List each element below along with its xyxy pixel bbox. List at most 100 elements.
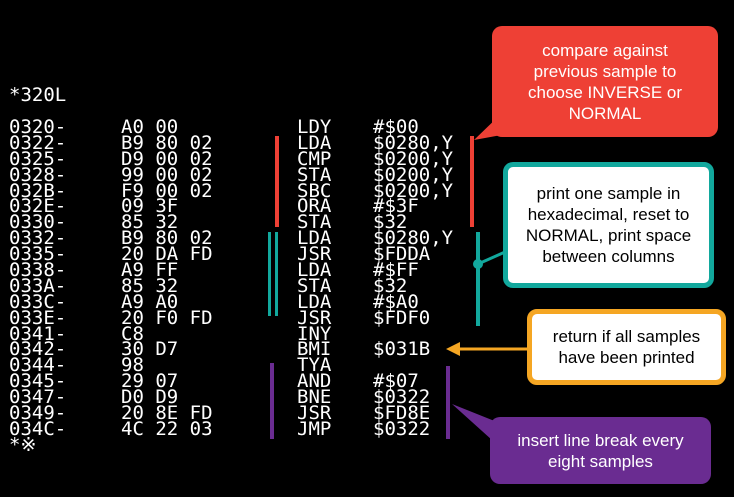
listing-row: 032B- F9 00 02 SBC $0200,Y — [9, 181, 453, 200]
purple-bracket-bar-right — [446, 366, 450, 439]
mnemonic: LDA — [297, 131, 332, 154]
listing-row: 0349- 20 8E FD JSR $FD8E — [9, 404, 430, 423]
operand: #$A0 — [373, 290, 419, 313]
red-bracket-bar-left — [275, 136, 279, 227]
listing-row: 0347- D0 D9 BNE $0322 — [9, 388, 430, 407]
mnemonic: JMP — [297, 417, 332, 440]
address: 0349- — [9, 402, 67, 425]
address: 0345- — [9, 370, 67, 393]
mnemonic: ORA — [297, 195, 332, 218]
hex-bytes: 98 — [121, 354, 144, 377]
mnemonic: LDA — [297, 227, 332, 250]
hex-bytes: D0 D9 — [121, 386, 179, 409]
address: 033A- — [9, 274, 67, 297]
address: 0328- — [9, 163, 67, 186]
hex-bytes: 85 32 — [121, 274, 179, 297]
operand: $0280,Y — [373, 131, 454, 154]
listing-row: 0335- 20 DA FD JSR $FDDA — [9, 245, 430, 264]
teal-callout-dot — [473, 259, 483, 269]
address: 0347- — [9, 386, 67, 409]
mnemonic: LDA — [297, 290, 332, 313]
listing-row: 0328- 99 00 02 STA $0200,Y — [9, 165, 453, 184]
hex-bytes: 20 8E FD — [121, 402, 213, 425]
callout-return: return if all samples have been printed — [527, 309, 726, 385]
hex-bytes: 85 32 — [121, 211, 179, 234]
mnemonic: BNE — [297, 386, 332, 409]
operand: $32 — [373, 211, 408, 234]
address: 0335- — [9, 243, 67, 266]
hex-bytes: 99 00 02 — [121, 163, 213, 186]
mnemonic: SBC — [297, 179, 332, 202]
operand: #$00 — [373, 116, 419, 138]
purple-bracket-bar-left — [270, 363, 274, 439]
operand: $0200,Y — [373, 179, 454, 202]
red-bracket-bar-right — [470, 136, 474, 227]
mnemonic: LDA — [297, 259, 332, 282]
address: 0330- — [9, 211, 67, 234]
callout-line-break: insert line break every eight samples — [490, 417, 711, 484]
teal-bracket-bar-right — [476, 232, 480, 326]
operand: $FDDA — [373, 243, 431, 266]
operand: $0200,Y — [373, 147, 454, 170]
mnemonic: JSR — [297, 243, 332, 266]
operand: $FDF0 — [373, 306, 431, 329]
mnemonic: JSR — [297, 402, 332, 425]
operand: #$FF — [373, 259, 419, 282]
teal-bracket-bar-left — [268, 232, 271, 316]
address: 0338- — [9, 259, 67, 282]
hex-bytes: C8 — [121, 322, 144, 345]
hex-bytes: 20 DA FD — [121, 243, 213, 266]
purple-callout-pointer — [452, 404, 502, 440]
operand: $0322 — [373, 386, 431, 409]
mnemonic: CMP — [297, 147, 332, 170]
mnemonic: AND — [297, 370, 332, 393]
hex-bytes: 4C 22 03 — [121, 417, 213, 440]
listing-row: 0325- D9 00 02 CMP $0200,Y — [9, 149, 453, 168]
hex-bytes: 09 3F — [121, 195, 179, 218]
listing-row: 0338- A9 FF LDA #$FF — [9, 261, 419, 280]
cursor-line: *※ — [9, 433, 37, 456]
operand: #$07 — [373, 370, 419, 393]
address: 0344- — [9, 354, 67, 377]
listing-row: 0320- A0 00 LDY #$00 — [9, 118, 419, 137]
operand: $0280,Y — [373, 227, 454, 250]
hex-bytes: F9 00 02 — [121, 179, 213, 202]
operand: #$3F — [373, 195, 419, 218]
monitor-command: *320L — [9, 84, 67, 106]
callout-print-sample: print one sample in hexadecimal, reset t… — [503, 162, 714, 288]
callout-compare: compare against previous sample to choos… — [492, 26, 718, 137]
hex-bytes: 30 D7 — [121, 338, 179, 361]
mnemonic: STA — [297, 163, 332, 186]
address: 034C- — [9, 417, 67, 440]
teal-bracket-bar-left-2 — [275, 232, 278, 316]
address: 0320- — [9, 116, 67, 138]
listing-row: 0341- C8 INY — [9, 324, 331, 343]
mnemonic: INY — [297, 322, 332, 345]
operand: $0200,Y — [373, 163, 454, 186]
listing-row: 0330- 85 32 STA $32 — [9, 213, 407, 232]
operand: $FD8E — [373, 402, 431, 425]
address: 0342- — [9, 338, 67, 361]
hex-bytes: A0 00 — [121, 116, 179, 138]
mnemonic: LDY — [297, 116, 332, 138]
operand: $0322 — [373, 417, 431, 440]
hex-bytes: 20 F0 FD — [121, 306, 213, 329]
hex-bytes: B9 80 02 — [121, 131, 213, 154]
hex-bytes: A9 FF — [121, 259, 179, 282]
hex-bytes: D9 00 02 — [121, 147, 213, 170]
address: 0341- — [9, 322, 67, 345]
address: 032B- — [9, 179, 67, 202]
operand: $031B — [373, 338, 431, 361]
mnemonic: STA — [297, 211, 332, 234]
address: 0325- — [9, 147, 67, 170]
mnemonic: JSR — [297, 306, 332, 329]
listing-row: 034C- 4C 22 03 JMP $0322 — [9, 419, 430, 438]
